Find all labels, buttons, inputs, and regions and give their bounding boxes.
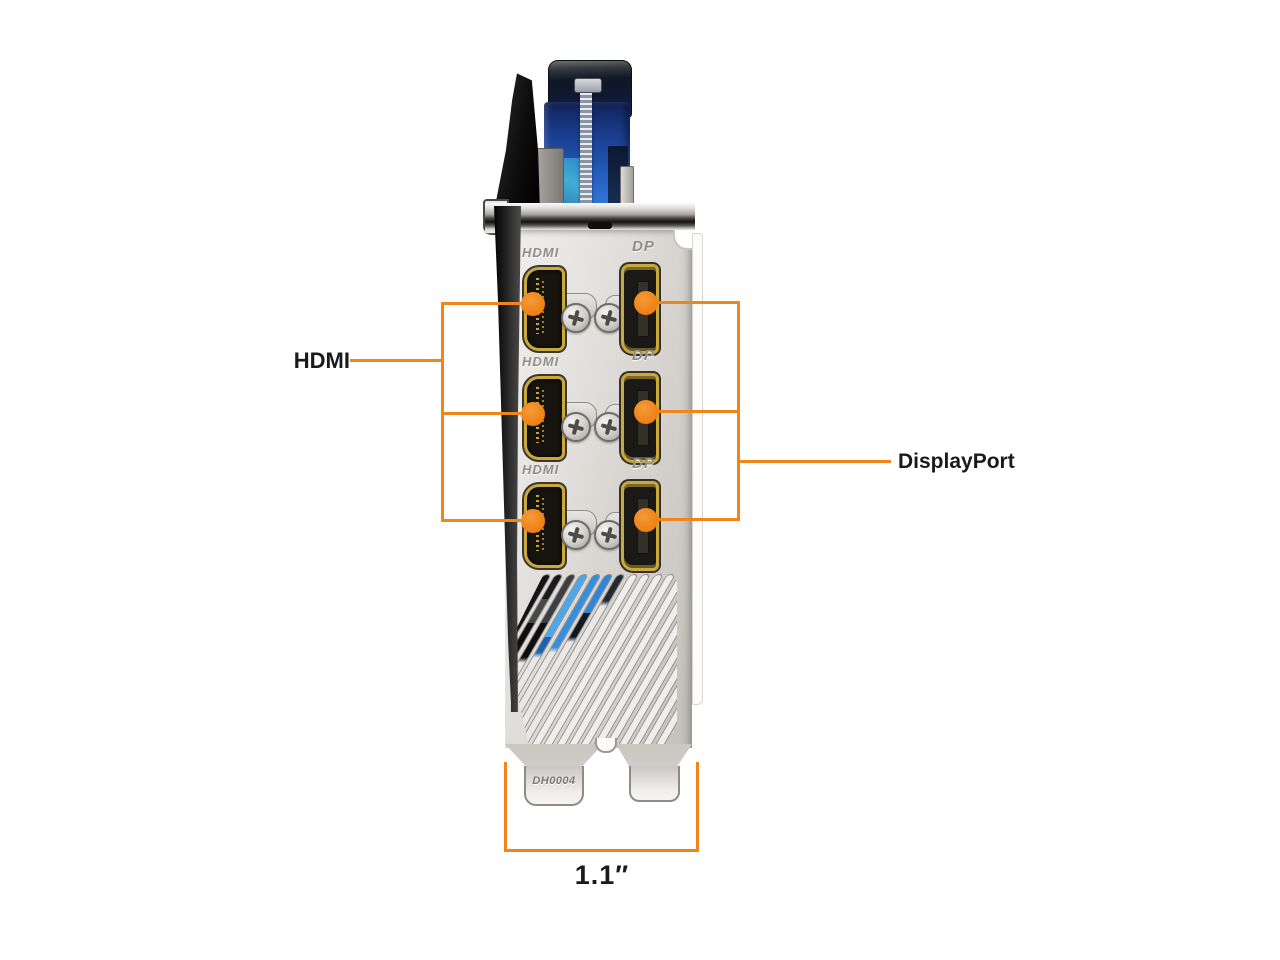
hdmi-callout-label-line [350, 359, 443, 362]
vent-grille [517, 573, 677, 749]
bracket-foot-left: DH0004 [524, 766, 584, 806]
hdmi-callout-branch-1 [441, 302, 534, 305]
hdmi-callout-dot-3 [521, 509, 545, 533]
screw-icon [594, 412, 624, 442]
dp-engraved-label: DP [632, 455, 655, 472]
hdmi-callout-branch-3 [441, 519, 534, 522]
screw-icon [561, 412, 591, 442]
bracket-lip-slot [588, 222, 612, 229]
dimension-tick-right [696, 762, 699, 852]
hdmi-callout-vline [441, 302, 444, 521]
side-flange [692, 233, 703, 705]
dp-callout-label-line [738, 460, 891, 463]
bracket-arch-notch [595, 738, 617, 753]
dp-callout-branch-1 [647, 301, 739, 304]
spring-screw-head [574, 78, 602, 93]
spring-screw-icon [580, 88, 592, 206]
bracket-corner-notch [673, 230, 695, 250]
screw-icon [561, 520, 591, 550]
dp-callout-branch-2 [647, 410, 739, 413]
dimension-tick-left [504, 762, 507, 852]
pcb-edge-wedge [493, 73, 540, 212]
hdmi-callout-dot-2 [521, 402, 545, 426]
dp-callout-branch-3 [647, 518, 739, 521]
hdmi-callout-label: HDMI [293, 348, 350, 373]
dp-callout-dot-2 [634, 400, 658, 424]
hdmi-engraved-label: HDMI [522, 245, 560, 260]
dimension-label: 1.1″ [574, 860, 630, 890]
screw-icon [594, 520, 624, 550]
hdmi-engraved-label: HDMI [522, 354, 560, 369]
dimension-line [504, 849, 699, 852]
dp-callout-dot-3 [634, 508, 658, 532]
dp-engraved-label: DP [632, 347, 655, 364]
bracket-stamp: DH0004 [532, 775, 576, 787]
screw-icon [594, 303, 624, 333]
hdmi-callout-dot-1 [521, 292, 545, 316]
displayport-callout-label: DisplayPort [898, 450, 1015, 473]
dp-engraved-label: DP [632, 238, 655, 255]
screw-icon [561, 303, 591, 333]
bracket-foot-right [629, 766, 680, 802]
dp-callout-dot-1 [634, 291, 658, 315]
hdmi-engraved-label: HDMI [522, 462, 560, 477]
hdmi-callout-branch-2 [441, 412, 534, 415]
